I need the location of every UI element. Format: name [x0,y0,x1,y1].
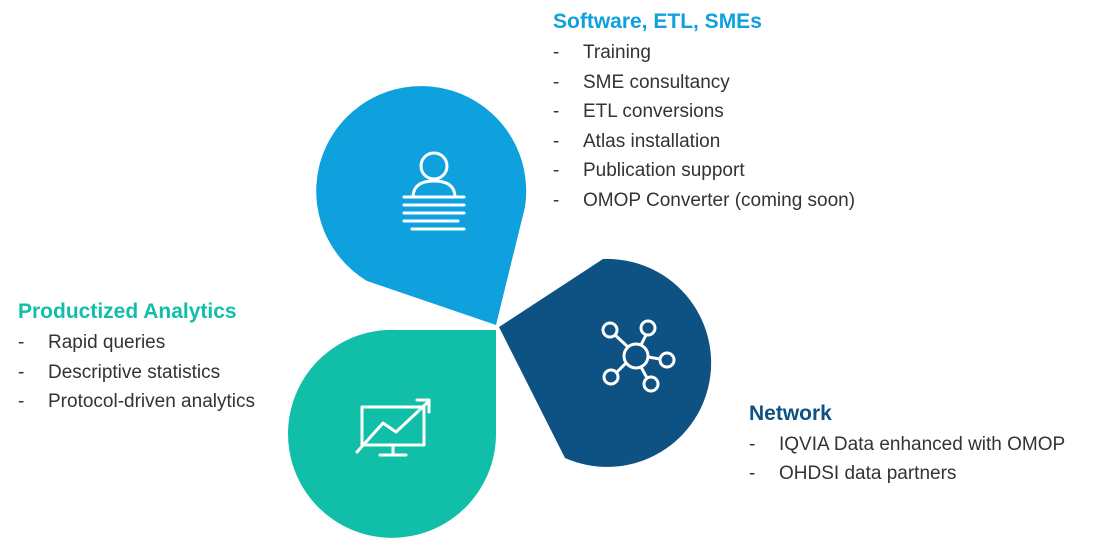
software-section: Software, ETL, SMEs - Training - SME consu… [553,9,855,216]
bullet-dash: - [749,434,756,455]
list-item: - ETL conversions [553,97,855,127]
list-item-label: Descriptive statistics [48,361,221,383]
bullet-dash: - [553,101,560,123]
list-item-label: OMOP Converter (coming soon) [583,189,856,211]
list-item: - SME consultancy [553,68,855,98]
list-item: - IQVIA Data enhanced with OMOP [749,430,1065,459]
list-item: - Descriptive statistics [18,358,255,388]
list-item-label: ETL conversions [583,101,724,123]
list-item: - OHDSI data partners [749,459,1065,488]
network-nodes-icon [601,319,676,393]
network-list: - IQVIA Data enhanced with OMOP - OHDSI da… [749,430,1065,488]
list-item: - OMOP Converter (coming soon) [553,186,855,216]
list-item-label: Atlas installation [583,130,721,152]
bullet-dash: - [553,189,560,211]
list-item-label: Rapid queries [48,332,166,353]
network-title: Network [749,402,832,425]
network-section: Network - IQVIA Data enhanced with OMOP -… [749,401,1065,488]
bullet-dash: - [18,332,25,353]
software-list: - Training - SME consultancy - ETL conversi… [553,38,855,216]
list-item: - Training [553,38,855,68]
bullet-dash: - [553,42,560,63]
person-document-icon [402,151,466,231]
bullet-dash: - [553,130,560,152]
list-item: - Rapid queries [18,328,255,358]
list-item-label: Publication support [583,160,745,182]
list-item-label: IQVIA Data enhanced with OMOP [779,434,1066,455]
productized-list: - Rapid queries - Descriptive statistics -… [18,328,255,417]
productized-section: Productized Analytics - Rapid queries - De… [18,299,255,417]
list-item-label: Training [583,42,651,63]
software-title: Software, ETL, SMEs [553,10,762,33]
bullet-dash: - [18,361,25,383]
productized-title: Productized Analytics [18,300,237,323]
list-item: - Protocol-driven analytics [18,387,255,417]
bullet-dash: - [553,160,560,182]
productized-petal [288,329,497,538]
bullet-dash: - [553,71,560,93]
list-item: - Atlas installation [553,127,855,157]
bullet-dash: - [18,391,25,413]
chart-monitor-icon [355,398,431,457]
network-petal [499,258,712,467]
list-item-label: Protocol-driven analytics [48,391,255,413]
list-item-label: SME consultancy [583,71,730,93]
list-item-label: OHDSI data partners [779,463,957,484]
list-item: - Publication support [553,156,855,186]
bullet-dash: - [749,463,756,484]
